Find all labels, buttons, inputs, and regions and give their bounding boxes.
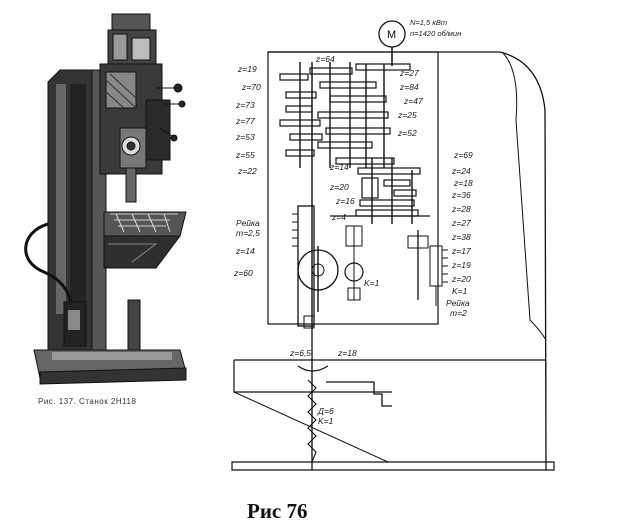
label-z4: z=4 [331, 212, 346, 222]
label-z25: z=25 [397, 110, 417, 120]
feed-gearbox [330, 167, 430, 217]
motor-speed-label: n=1420 об/мин [410, 29, 461, 38]
label-z52: z=52 [397, 128, 417, 138]
top-motor [107, 13, 157, 67]
label-z22: z=22 [237, 166, 257, 176]
kinematic-scheme: M N=1,5 кВт n=1420 об/мин [231, 18, 555, 471]
machine-base [33, 299, 187, 385]
spindle-rack-pinion [292, 205, 364, 329]
label-k1b: K=1 [452, 286, 468, 296]
label-z17: z=17 [451, 246, 471, 256]
coolant-hose [24, 222, 74, 309]
label-z70: z=70 [241, 82, 261, 92]
motor-power-label: N=1,5 кВт [410, 18, 447, 27]
label-rack-lower-1: Рейка [446, 298, 470, 308]
label-z60: z=60 [233, 268, 253, 278]
label-z20b: z=20 [451, 274, 471, 284]
speed-gearbox [279, 63, 411, 165]
label-z28: z=28 [451, 204, 471, 214]
machine-photo-2n118 [24, 13, 187, 385]
label-rack-lower-2: m=2 [450, 308, 467, 318]
label-z47: z=47 [403, 96, 423, 106]
crank-handle-icon [326, 381, 392, 407]
label-z14a: z=14 [329, 162, 349, 172]
label-z16a: z=16 [335, 196, 355, 206]
label-z53: z=53 [235, 132, 255, 142]
label-k1a: K=1 [364, 278, 380, 288]
label-z77: z=77 [235, 116, 255, 126]
spindle-head [99, 63, 186, 175]
label-z19b: z=19 [451, 260, 471, 270]
label-z84: z=84 [399, 82, 419, 92]
label-k1c: K=1 [318, 416, 334, 426]
label-z14b: z=14 [235, 246, 255, 256]
label-rack-upper-2: m=2,5 [236, 228, 260, 238]
label-z24: z=24 [451, 166, 471, 176]
label-z18: z=18 [453, 178, 473, 188]
label-rack-upper-1: Рейка [236, 218, 260, 228]
machine-base-outline [231, 359, 555, 471]
work-table [103, 211, 187, 269]
motor-symbol: M [387, 29, 396, 41]
label-z18b: z=18 [337, 348, 357, 358]
label-z65: z=6,5 [289, 348, 311, 358]
label-z36: z=36 [451, 190, 471, 200]
drill-bit-icon [297, 330, 329, 470]
gear-labels: z=19 z=64 z=27 z=70 z=84 z=73 z=47 z=77 … [233, 54, 473, 426]
label-z38: z=38 [451, 232, 471, 242]
label-z69: z=69 [453, 150, 473, 160]
electric-motor-icon: M [378, 20, 406, 66]
label-z73: z=73 [235, 100, 255, 110]
label-z27: z=27 [399, 68, 419, 78]
label-z19: z=19 [237, 64, 257, 74]
left-photo-caption: Рис. 137. Станок 2Н118 [38, 397, 137, 406]
table-feed-mechanism [407, 230, 448, 306]
figure-caption: Рис 76 [247, 499, 308, 523]
spindle-quill [125, 167, 137, 203]
label-z64a: z=64 [315, 54, 335, 64]
label-d6: Д=6 [317, 406, 334, 416]
label-z27b: z=27 [451, 218, 471, 228]
label-z55: z=55 [235, 150, 255, 160]
column-outline [267, 51, 547, 471]
label-z20a: z=20 [329, 182, 349, 192]
